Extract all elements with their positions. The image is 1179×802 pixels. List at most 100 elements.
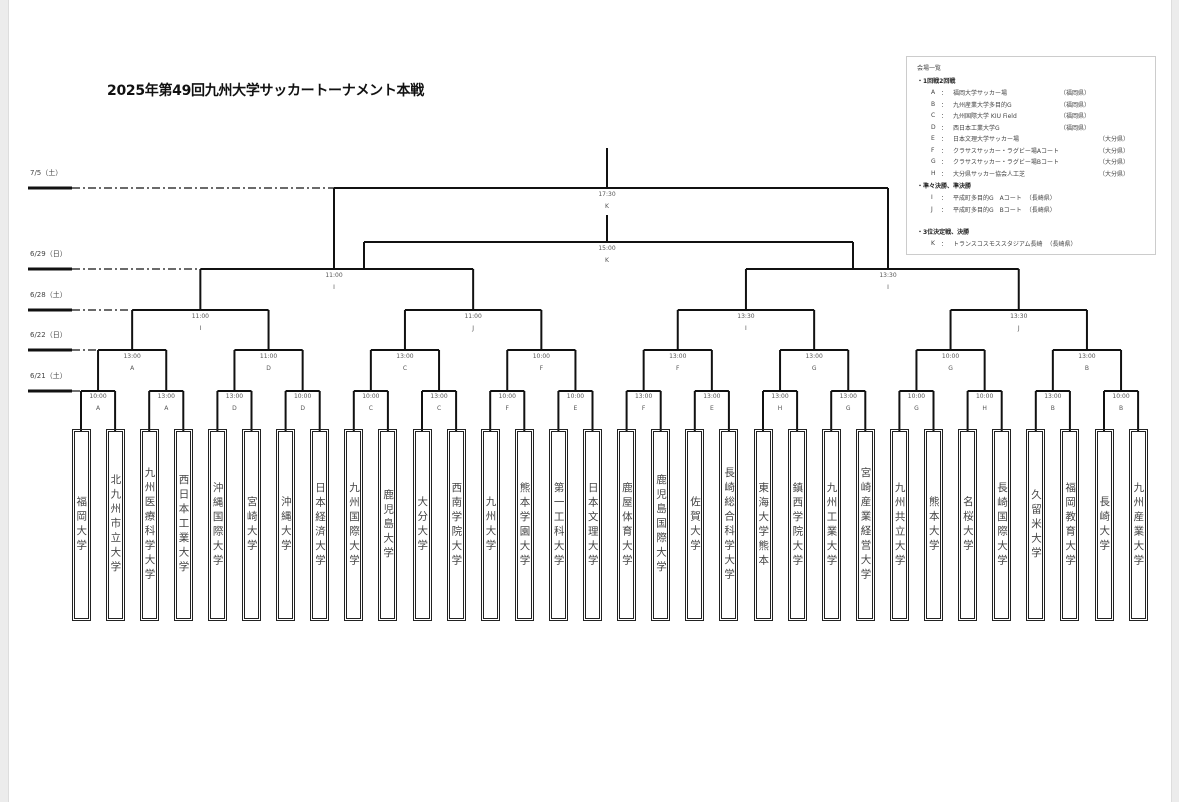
venue-colon: ： [941,124,948,132]
round1-match-time: 13:00 [839,393,857,400]
team-name: 九州大学 [484,496,497,554]
venue-colon: ： [941,113,948,121]
legend-venue-row: D ： 西日本工業大学G （福岡県） [917,122,1155,134]
round1-match-venue: D [300,405,305,412]
venue-name: 平成町多目的G Aコート [953,195,1022,203]
legend-venue-row: F：クラサスサッカー・ラグビー場Aコート（大分県） [917,145,1155,157]
round1-match-time: 10:00 [498,393,516,400]
team-box: 日本文理大学 [583,429,602,621]
round1-match-venue: B [1050,405,1055,412]
team-box: 長崎大学 [1094,429,1114,621]
round1-match-time: 10:00 [362,393,380,400]
team-name: 東海大学熊本 [757,481,770,569]
venue-code: A [931,89,936,97]
team-box: 日本経済大学 [310,429,330,621]
round2-match-time: 11:00 [259,353,278,360]
venue-prefecture: （福岡県） [1060,124,1091,132]
round1-match-time: 13:00 [771,393,789,400]
round1-match-time: 13:00 [703,393,721,400]
date-label: 6/22（日） [30,331,67,339]
venue-name: 日本文理大学サッカー場 [953,136,1020,144]
round1-match-time: 10:00 [293,393,312,400]
venue-code: E [931,135,935,143]
legend-heading: 会場一覧 [917,65,942,72]
round1-match-time: 13:00 [1044,393,1062,400]
team-box: 宮崎大学 [242,429,261,621]
team-box: 鹿児島国際大学 [651,429,671,621]
team-box: 鎮西学院大学 [787,429,807,621]
semifinal-match-time: 11:00 [325,272,343,279]
legend-section-title: ・準々決勝、準決勝 [917,183,972,190]
team-name: 九州産業大学 [1132,481,1145,569]
team-name: 名桜大学 [961,496,974,554]
round2-match-time: 13:00 [1078,353,1096,360]
team-box: 長崎総合科学大学 [719,429,739,621]
team-name: 熊本大学 [927,496,940,554]
team-name: 九州国際大学 [348,481,361,569]
venue-code: D [931,123,936,131]
round2-match-time: 13:00 [396,353,414,360]
round2-match-time: 13:00 [669,353,687,360]
legend-section-title: ・1回戦2回戦 [917,78,956,85]
final-match-time: 17:30 [598,191,616,198]
quarterfinal-match-venue: I [745,325,747,332]
team-name: 大分大学 [416,496,429,554]
date-label: 7/5（土） [30,169,63,177]
legend-venue-row: G：クラサスサッカー・ラグビー場Bコート（大分県） [917,156,1155,168]
team-box: 鹿児島大学 [378,429,398,621]
venue-name: 大分県サッカー協会人工芝 [953,170,1026,178]
round1-match-time: 10:00 [1112,393,1130,400]
venue-code: H [931,169,936,177]
team-name: 佐賀大学 [689,496,702,554]
quarterfinal-match-time: 13:30 [1010,313,1028,320]
venue-prefecture: （長崎県） [1046,241,1077,249]
team-box: 西南学院大学 [446,429,466,621]
venue-name: 西日本工業大学G [953,124,1000,132]
team-box: 九州産業大学 [1128,429,1148,621]
venue-code: I [931,194,933,202]
venue-name: 福岡大学サッカー場 [953,90,1008,98]
venue-prefecture: （大分県） [1099,170,1130,178]
team-box: 九州大学 [480,429,500,621]
team-name: 日本経済大学 [313,481,326,569]
quarterfinal-match-time: 11:00 [464,313,482,320]
team-box: 西日本工業大学 [173,429,193,621]
round1-match-time: 10:00 [566,393,585,400]
team-name: 鹿屋体育大学 [620,481,633,569]
team-box: 九州国際大学 [344,429,364,621]
team-name: 西日本工業大学 [177,474,190,576]
team-name: 沖縄国際大学 [211,481,224,569]
venue-name: トランスコスモススタジアム長崎 [953,241,1043,249]
quarterfinal-match-venue: I [199,325,202,332]
team-box: 沖縄大学 [276,429,296,621]
team-name: 西南学院大学 [450,481,463,569]
round1-match-venue: E [709,405,714,412]
venue-colon: ： [941,206,948,214]
round2-match-venue: B [1084,365,1089,372]
team-box: 熊本学園大学 [514,429,534,621]
venue-name: クラサスサッカー・ラグビー場Aコート [953,147,1059,155]
semifinal-match-time: 13:30 [879,272,897,279]
venue-code: G [931,158,936,166]
venue-colon: ： [941,241,948,249]
team-box: 大分大学 [412,429,432,621]
legend-venue-row: A：福岡大学サッカー場（福岡県） [917,87,1155,99]
round2-match-time: 10:00 [941,353,960,360]
team-box: 福岡教育大学 [1060,429,1080,621]
team-name: 北九州市立大学 [109,474,122,576]
semifinal-match-venue: I [333,284,335,291]
venue-name: クラサスサッカー・ラグビー場Bコート [953,159,1059,167]
final-match-venue: K [605,203,609,210]
team-name: 九州医療科学大学 [143,467,156,583]
venue-code: K [931,240,935,248]
venue-prefecture: （福岡県） [1060,113,1091,121]
team-name: 九州共立大学 [893,481,906,569]
date-label: 6/28（土） [30,291,67,299]
team-name: 鹿児島大学 [382,488,395,562]
team-name: 福岡教育大学 [1064,481,1077,569]
legend-venue-row: B：九州産業大学多目的G（福岡県） [917,99,1155,111]
team-box: 東海大学熊本 [753,429,773,621]
team-name: 長崎総合科学大学 [723,467,736,583]
round2-match-time: 13:00 [805,353,823,360]
